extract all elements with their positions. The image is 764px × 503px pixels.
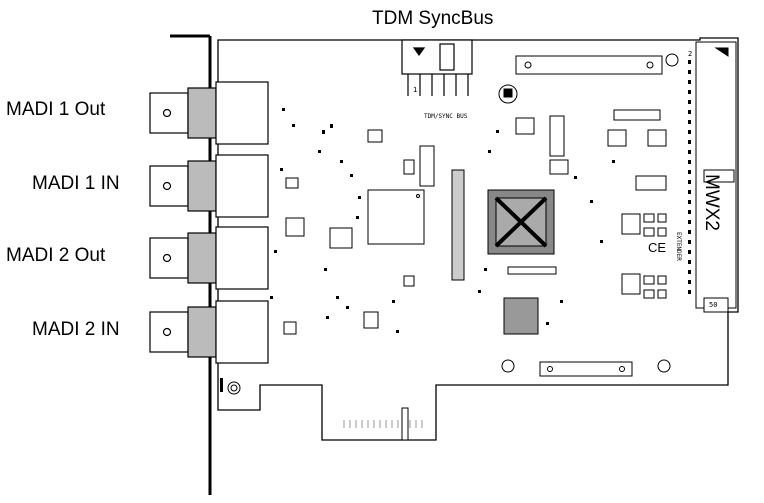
voltage-regulators bbox=[621, 213, 667, 299]
bracket-tab bbox=[220, 378, 223, 392]
silkscreen-pin-1: 1 bbox=[413, 86, 418, 94]
pcie-key-slot bbox=[401, 407, 409, 441]
bnc-connector-madi1-in[interactable] bbox=[149, 154, 269, 218]
silkscreen-pin-2: 2 bbox=[688, 50, 693, 58]
madi2-out-label: MADI 2 Out bbox=[6, 245, 106, 266]
silkscreen-extender: EXTENDER bbox=[675, 232, 682, 261]
vertical-pin-header bbox=[451, 169, 465, 281]
madi1-in-label: MADI 1 IN bbox=[32, 173, 120, 194]
mwx2-pin-row bbox=[688, 60, 691, 294]
silkscreen-tdm-sync-bus: TDM/SYNC BUS bbox=[424, 113, 468, 120]
bottom-pin-strip bbox=[539, 361, 633, 377]
ce-mark: CE bbox=[648, 240, 667, 255]
madi1-out-label: MADI 1 Out bbox=[6, 99, 106, 120]
mwx2-label: MWX2 bbox=[701, 174, 722, 231]
tdm-syncbus-label: TDM SyncBus bbox=[372, 8, 494, 29]
main-chip-bga bbox=[487, 189, 555, 255]
mwx2-connector bbox=[695, 41, 737, 313]
electrolytic-capacitor bbox=[498, 84, 518, 104]
mounting-holes bbox=[227, 359, 671, 395]
tdm-syncbus-header bbox=[401, 39, 473, 96]
top-pin-strip bbox=[515, 53, 679, 75]
board-outline bbox=[217, 37, 739, 441]
secondary-chip-bga bbox=[503, 297, 539, 335]
madi2-in-label: MADI 2 IN bbox=[32, 319, 120, 340]
silkscreen-connector-50: 50 bbox=[709, 301, 718, 309]
small-ics bbox=[283, 117, 667, 335]
smd-components bbox=[270, 108, 615, 333]
main-chip-pad-strip bbox=[507, 266, 557, 275]
pcie-edge-contacts bbox=[343, 420, 423, 428]
dsp-chip bbox=[367, 189, 425, 245]
bnc-connector-madi1-out[interactable] bbox=[149, 81, 269, 145]
small-pin-headers bbox=[419, 109, 661, 187]
bnc-connector-madi2-out[interactable] bbox=[149, 226, 269, 290]
bnc-connector-madi2-in[interactable] bbox=[149, 300, 269, 364]
connector-50-box bbox=[703, 297, 729, 313]
